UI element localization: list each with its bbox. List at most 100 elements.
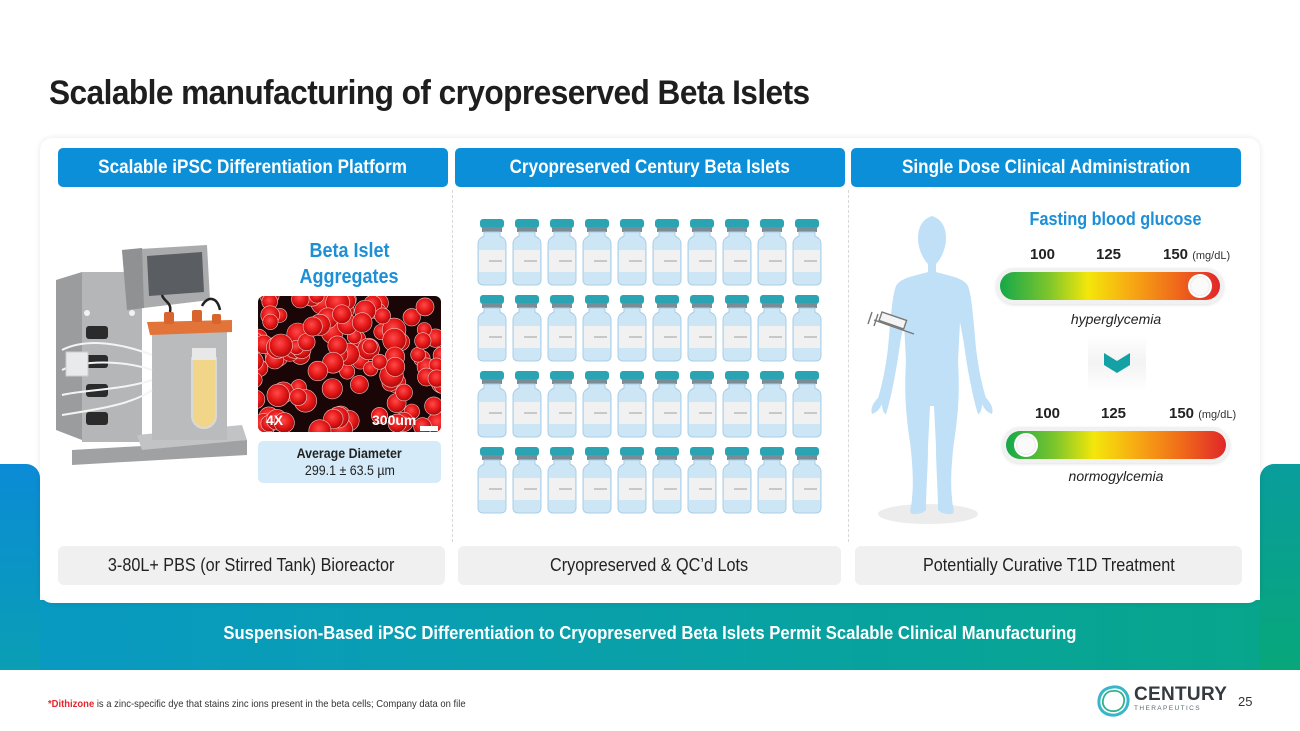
tick-100: 100 <box>1030 246 1056 263</box>
vial-icon <box>512 219 542 286</box>
vial-icon <box>757 371 787 438</box>
islet-cell <box>321 378 343 400</box>
gradient-band-right <box>1260 464 1300 670</box>
vial-icon <box>652 295 682 362</box>
vial-icon <box>652 447 682 514</box>
vial-icon <box>582 219 612 286</box>
vial-icon <box>547 295 577 362</box>
syringe-icon <box>867 311 915 335</box>
transition-arrow <box>1088 335 1146 391</box>
vial-icon <box>792 295 822 362</box>
logo-subtitle: THERAPEUTICS <box>1134 705 1202 712</box>
vial-icon <box>617 219 647 286</box>
vial-icon <box>722 295 752 362</box>
vial-icon <box>582 447 612 514</box>
islet-cell <box>258 372 263 388</box>
islet-cell <box>262 313 279 330</box>
tick-150: 150 (mg/dL) <box>1163 246 1230 263</box>
vial-icon <box>722 371 752 438</box>
islet-cell <box>291 296 310 309</box>
column-footer-bioreactor: 3-80L+ PBS (or Stirred Tank) Bioreactor <box>58 546 445 585</box>
column-footer-text: Cryopreserved & QC’d Lots <box>550 555 749 575</box>
islet-cell <box>402 308 421 327</box>
islet-cell <box>258 390 266 409</box>
unit-label: (mg/dL) <box>1198 409 1237 421</box>
vial-icon <box>547 219 577 286</box>
vial-icon <box>617 447 647 514</box>
hyperglycemia-label: hyperglycemia <box>1070 311 1162 327</box>
column-footer-text: Potentially Curative T1D Treatment <box>922 555 1175 575</box>
islet-cell <box>387 413 407 432</box>
vial-icon <box>582 295 612 362</box>
tick-150-value: 150 <box>1169 405 1195 422</box>
column-footer-text: 3-80L+ PBS (or Stirred Tank) Bioreactor <box>108 555 395 575</box>
glucose-gauge-before <box>996 268 1224 304</box>
tick-125: 125 <box>1101 405 1127 422</box>
islet-cell <box>266 383 290 407</box>
human-figure-illustration <box>867 216 993 524</box>
column-header-administration: Single Dose Clinical Administration <box>851 148 1241 187</box>
vial-icon <box>792 447 822 514</box>
islet-aggregates-micrograph <box>258 296 441 432</box>
islet-cell <box>268 333 293 358</box>
islet-cell <box>371 354 388 370</box>
vial-icon <box>687 219 717 286</box>
gauge-knob-before <box>1188 274 1213 298</box>
column-header-text: Scalable iPSC Differentiation Platform <box>98 156 408 178</box>
column-footer-lots: Cryopreserved & QC’d Lots <box>458 546 841 585</box>
islet-cell <box>332 304 352 324</box>
tick-100: 100 <box>1035 405 1061 422</box>
average-diameter-label: Average Diameter <box>296 446 403 461</box>
average-diameter-box: Average Diameter 299.1 ± 63.5 µm <box>258 441 441 483</box>
islet-cell <box>414 332 432 350</box>
footnote-text: is a zinc-specific dye that stains zinc … <box>94 698 466 710</box>
islet-cell <box>273 412 295 432</box>
average-diameter-value: 299.1 ± 63.5 µm <box>304 463 395 478</box>
vial-icon <box>477 295 507 362</box>
vial-icon <box>512 447 542 514</box>
islet-cell <box>308 419 332 432</box>
vial-icon <box>687 295 717 362</box>
vial-icon <box>477 447 507 514</box>
islet-cell <box>427 369 441 388</box>
vial-icon <box>652 219 682 286</box>
tick-150-value: 150 <box>1163 246 1189 263</box>
islet-cells <box>258 296 441 432</box>
islet-cell <box>307 360 328 382</box>
islet-cell <box>309 296 325 304</box>
gauge-knob-after <box>1013 433 1038 457</box>
vial-icon <box>477 219 507 286</box>
chevron-down-icon <box>1104 353 1130 373</box>
slide-title: Scalable manufacturing of cryopreserved … <box>49 74 810 112</box>
normoglycemia-label: normogylcemia <box>1068 468 1164 484</box>
vial-icon <box>547 371 577 438</box>
vial-icon <box>547 447 577 514</box>
column-header-text: Single Dose Clinical Administration <box>901 156 1191 178</box>
islet-cell <box>374 307 391 325</box>
content-card <box>40 138 1260 603</box>
tick-125: 125 <box>1096 246 1122 263</box>
gradient-band <box>0 600 1300 670</box>
tick-150: 150 (mg/dL) <box>1169 405 1236 422</box>
islet-cell <box>410 346 426 363</box>
islet-cell <box>289 388 308 406</box>
scale-bar <box>420 426 438 431</box>
vial-icon <box>757 447 787 514</box>
bioreactor-illustration <box>56 245 247 465</box>
glucose-title-text: Fasting blood glucose <box>1030 209 1202 229</box>
vial-icon <box>757 295 787 362</box>
glucose-gauge-after <box>1002 427 1230 463</box>
gradient-band-left <box>0 464 40 670</box>
islet-cell <box>395 383 413 402</box>
islet-cell <box>351 312 373 333</box>
islet-cell <box>258 352 264 370</box>
vial-icon <box>687 371 717 438</box>
islet-cell <box>385 357 406 377</box>
column-footer-treatment: Potentially Curative T1D Treatment <box>855 546 1242 585</box>
column-header-text: Cryopreserved Century Beta Islets <box>509 156 791 178</box>
beta-islet-title-line1: Beta Islet <box>309 240 390 262</box>
tagline-text: Suspension-Based iPSC Differentiation to… <box>223 622 1077 643</box>
glucose-title: Fasting blood glucose <box>1000 209 1232 230</box>
magnification-label: 4X <box>266 412 284 428</box>
islet-cell <box>415 297 435 317</box>
